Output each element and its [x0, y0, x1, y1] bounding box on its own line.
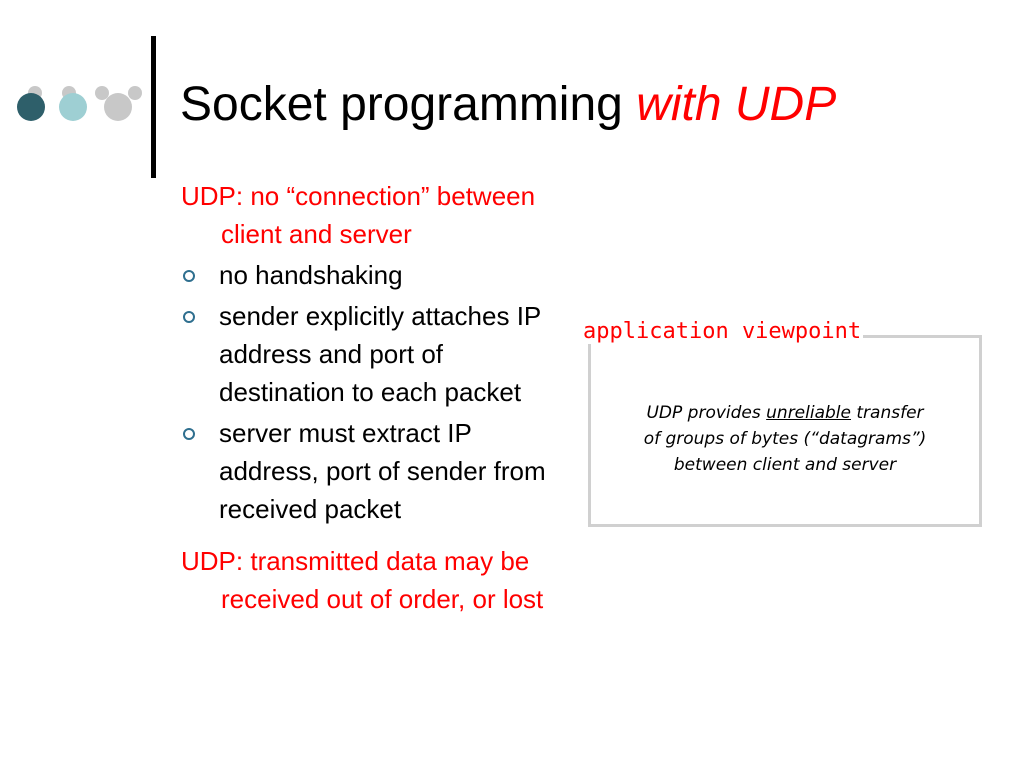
bullet-icon: [183, 311, 195, 323]
bullet-text: no handshaking: [219, 260, 403, 290]
viewpoint-box: UDP provides unreliable transfer of grou…: [588, 335, 982, 527]
bullet-list: no handshaking sender explicitly attache…: [181, 256, 561, 528]
bullet-icon: [183, 428, 195, 440]
viewpoint-line-3: between client and server: [673, 455, 897, 475]
slide-title: Socket programming with UDP: [180, 78, 837, 132]
title-accent: with UDP: [636, 78, 837, 131]
title-divider: [151, 36, 156, 178]
application-viewpoint-caption: application viewpoint: [583, 319, 864, 344]
bullet-icon: [183, 270, 195, 282]
viewpoint-line-2: of groups of bytes (“datagrams”): [643, 429, 927, 449]
dot-icon: [128, 86, 142, 100]
bullet-item: server must extract IP address, port of …: [181, 414, 561, 528]
dot-icon: [95, 86, 109, 100]
udp-connection-paragraph: UDP: no “connection” between client and …: [181, 181, 536, 249]
bullet-text: sender explicitly attaches IP address an…: [219, 301, 541, 407]
viewpoint-description: UDP provides unreliable transfer of grou…: [591, 400, 979, 478]
udp-transmission-paragraph: UDP: transmitted data may be received ou…: [181, 546, 544, 614]
viewpoint-text: transfer: [850, 403, 924, 423]
dot-icon: [104, 93, 132, 121]
viewpoint-text: UDP provides: [646, 403, 767, 423]
unreliable-word: unreliable: [766, 403, 851, 423]
bullet-item: no handshaking: [181, 256, 561, 294]
bullet-text: server must extract IP address, port of …: [219, 418, 546, 524]
viewpoint-line-1: UDP provides unreliable transfer: [591, 400, 979, 426]
slide-body: UDP: no “connection” between client and …: [181, 177, 561, 618]
dot-icon: [17, 93, 45, 121]
bullet-item: sender explicitly attaches IP address an…: [181, 297, 561, 411]
title-main: Socket programming: [180, 78, 637, 131]
dot-icon: [59, 93, 87, 121]
